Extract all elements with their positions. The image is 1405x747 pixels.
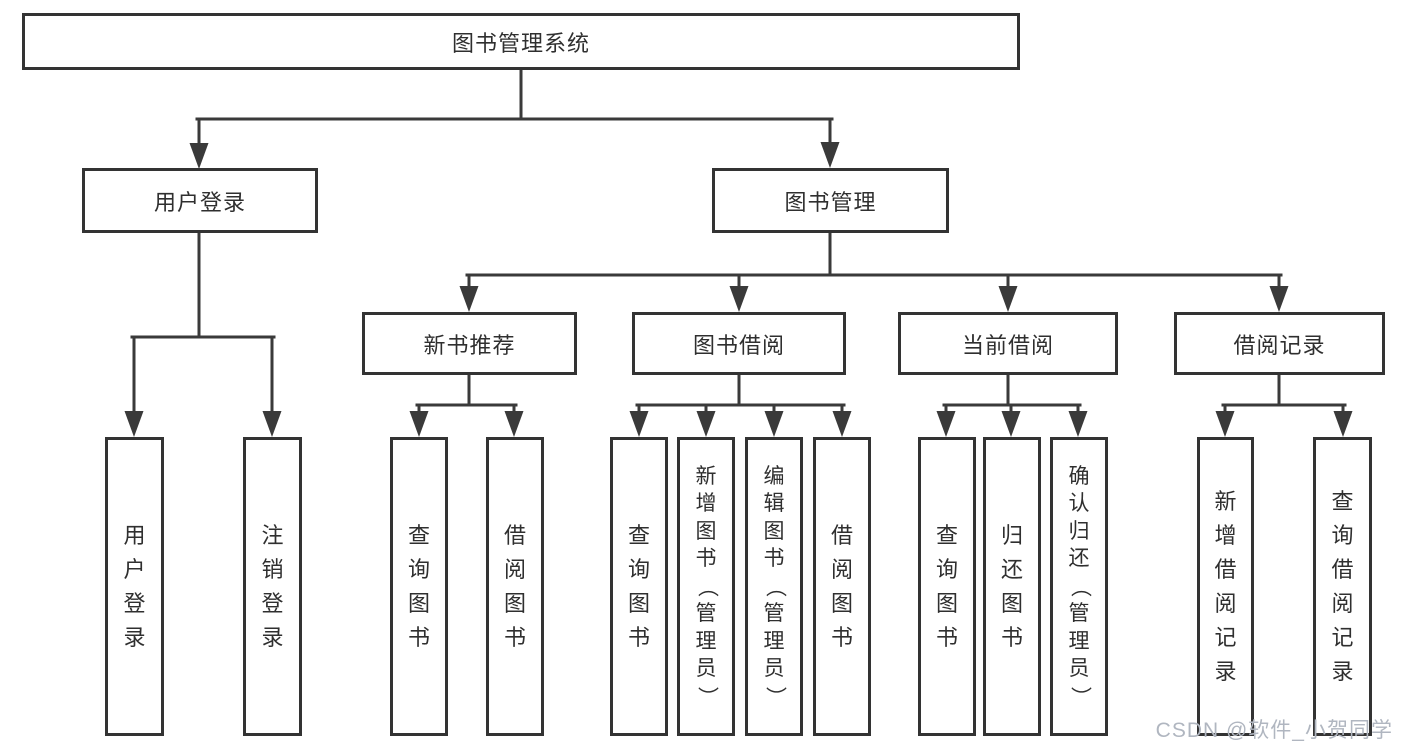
node-new-book-recommend-label: 新书推荐 <box>423 332 516 358</box>
node-user-login: 用户登录 <box>82 168 318 233</box>
leaf-add-borrow-record: 新增借阅记录 <box>1197 437 1254 736</box>
leaf-borrow-books-label: 借阅图书 <box>830 522 853 650</box>
node-library-system-label: 图书管理系统 <box>451 30 590 56</box>
leaf-borrow-books: 借阅图书 <box>813 437 871 736</box>
leaf-query-books-borrow: 查询图书 <box>610 437 668 736</box>
leaf-query-books-recommend: 查询图书 <box>390 437 448 736</box>
node-book-borrow-label: 图书借阅 <box>692 332 785 358</box>
node-new-book-recommend: 新书推荐 <box>362 312 577 375</box>
leaf-edit-book-admin: 编辑图书（管理员） <box>745 437 803 736</box>
leaf-return-book: 归还图书 <box>983 437 1041 736</box>
leaf-borrow-books-recommend-label: 借阅图书 <box>503 522 526 650</box>
leaf-user-login: 用户登录 <box>105 437 164 736</box>
leaf-add-book-admin: 新增图书（管理员） <box>677 437 735 736</box>
node-library-system: 图书管理系统 <box>22 13 1020 70</box>
leaf-edit-book-admin-label: 编辑图书（管理员） <box>762 464 786 707</box>
watermark-text: CSDN @软件_小贺同学 <box>1155 719 1393 742</box>
leaf-user-login-label: 用户登录 <box>123 522 146 650</box>
leaf-logout: 注销登录 <box>243 437 302 736</box>
leaf-borrow-books-recommend: 借阅图书 <box>486 437 544 736</box>
node-book-borrow: 图书借阅 <box>632 312 846 375</box>
leaf-confirm-return-admin-label: 确认归还（管理员） <box>1067 464 1091 707</box>
leaf-logout-label: 注销登录 <box>261 522 284 650</box>
node-current-borrow: 当前借阅 <box>898 312 1118 375</box>
leaf-query-borrow-record: 查询借阅记录 <box>1313 437 1372 736</box>
node-book-management: 图书管理 <box>712 168 949 233</box>
arrowheads <box>124 142 1353 437</box>
leaf-add-book-admin-label: 新增图书（管理员） <box>694 464 718 707</box>
node-borrow-records: 借阅记录 <box>1174 312 1385 375</box>
leaf-query-borrow-record-label: 查询借阅记录 <box>1331 488 1354 684</box>
node-current-borrow-label: 当前借阅 <box>961 332 1054 358</box>
leaf-return-book-label: 归还图书 <box>1000 522 1023 650</box>
node-user-login-label: 用户登录 <box>153 189 246 215</box>
leaf-add-borrow-record-label: 新增借阅记录 <box>1214 488 1237 684</box>
leaf-confirm-return-admin: 确认归还（管理员） <box>1050 437 1108 736</box>
leaf-query-books-recommend-label: 查询图书 <box>407 522 430 650</box>
node-book-management-label: 图书管理 <box>784 189 877 215</box>
node-borrow-records-label: 借阅记录 <box>1233 332 1326 358</box>
leaf-query-books-borrow-label: 查询图书 <box>627 522 650 650</box>
leaf-query-books-current-label: 查询图书 <box>935 522 958 650</box>
leaf-query-books-current: 查询图书 <box>918 437 976 736</box>
